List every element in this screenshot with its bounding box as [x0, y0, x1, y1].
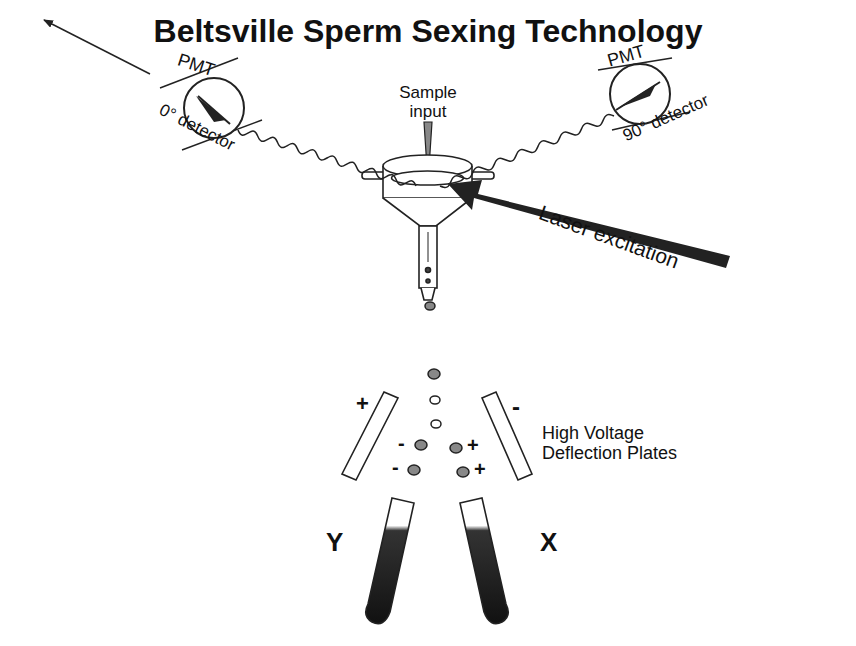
tube-label: X — [540, 528, 557, 557]
deflection-plate — [342, 392, 398, 480]
part-label: Sample input — [392, 84, 464, 121]
part-label: High Voltage Deflection Plates — [542, 424, 712, 464]
deflection-plate — [482, 392, 532, 480]
signal-arrow — [44, 20, 150, 74]
collection-tube — [460, 498, 508, 624]
tube-label: Y — [326, 528, 343, 557]
collection-tube — [366, 498, 414, 624]
charge-sign: + — [474, 458, 486, 480]
charge-sign: - — [392, 456, 399, 478]
part-label: Laser excitation — [536, 201, 682, 273]
charge-sign: - — [512, 394, 520, 420]
light-path — [238, 130, 416, 186]
flow-chamber — [362, 155, 494, 300]
title: Beltsville Sperm Sexing Technology — [0, 14, 856, 49]
charge-sign: - — [398, 432, 405, 454]
light-path — [440, 115, 614, 188]
charge-sign: + — [356, 392, 369, 416]
part-label: PMT — [175, 50, 217, 81]
droplet — [408, 302, 469, 477]
charge-sign: + — [467, 434, 479, 456]
